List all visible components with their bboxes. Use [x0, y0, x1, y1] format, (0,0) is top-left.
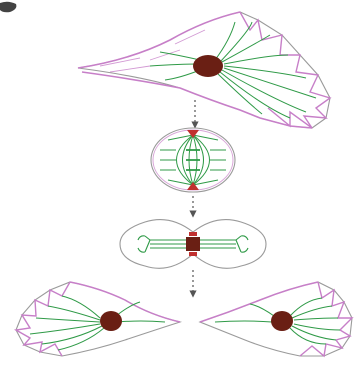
cytokinesis-cell	[120, 220, 266, 269]
contractile-ring	[186, 237, 200, 251]
chromosomes	[186, 150, 200, 170]
nucleus	[193, 55, 223, 77]
panel-letter-fragment	[0, 2, 16, 13]
cleavage-furrow-bottom	[189, 252, 197, 256]
daughter-cell-right	[200, 282, 352, 356]
nucleus	[271, 311, 293, 331]
nucleus	[100, 311, 122, 331]
microtubule-array	[30, 296, 165, 350]
actin-filopodia	[16, 282, 70, 356]
actin-filopodia-front	[240, 12, 330, 128]
actin-edge-bottom	[82, 72, 312, 128]
interphase-cell	[78, 12, 330, 128]
daughter-cell-left	[16, 282, 180, 356]
cleavage-furrow-top	[189, 232, 197, 236]
actin-edge-top	[200, 282, 318, 322]
spindle-pole-top	[187, 130, 199, 138]
metaphase-cell	[151, 128, 235, 192]
spindle-pole-bottom	[187, 182, 199, 190]
